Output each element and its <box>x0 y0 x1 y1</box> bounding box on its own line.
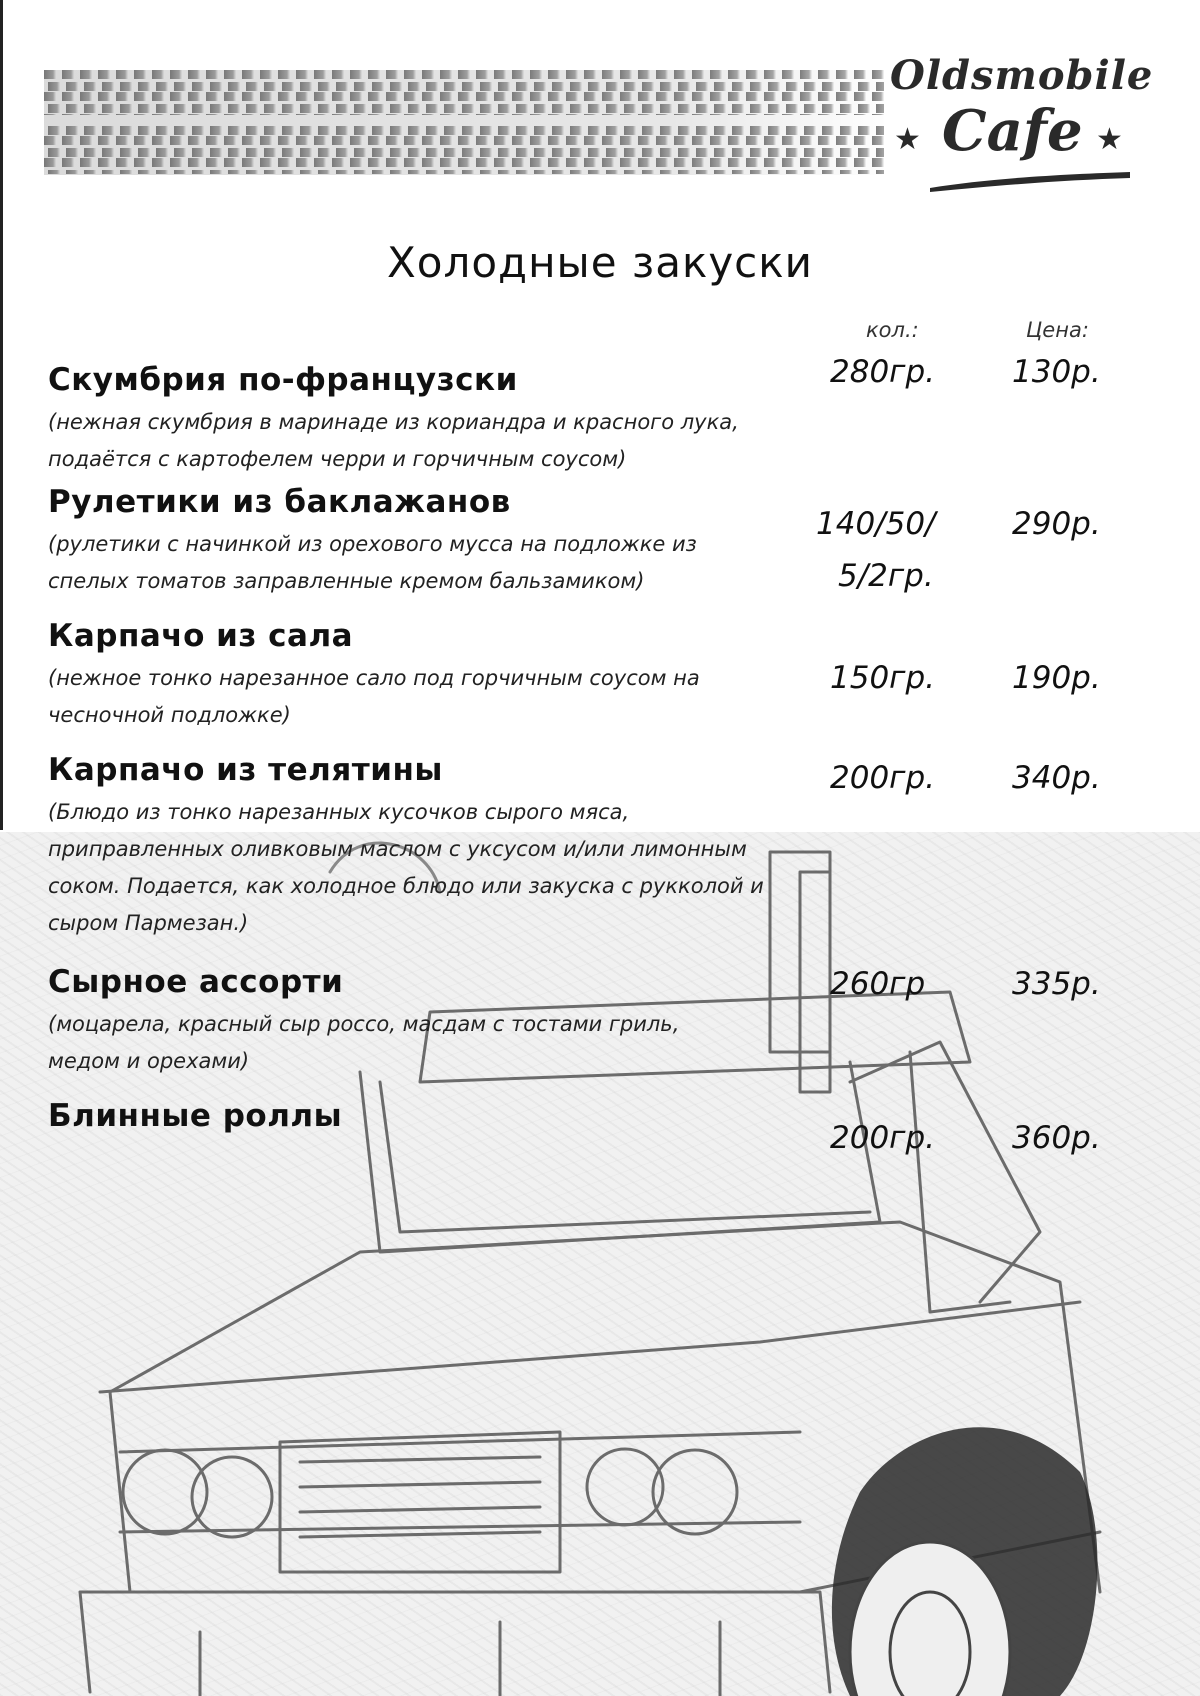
item-price: 190р. <box>1012 660 1101 696</box>
price-column-header: Цена: <box>1026 318 1089 342</box>
item-description: (нежное тонко нарезанное сало под горчич… <box>48 660 700 734</box>
menu-item: Карпачо из сала (нежное тонко нарезанное… <box>48 618 700 734</box>
item-price: 290р. <box>1012 506 1101 542</box>
item-price: 130р. <box>1012 354 1101 390</box>
description-line: подаётся с картофелем черри и горчичным … <box>48 447 627 471</box>
menu-item: Рулетики из баклажанов (рулетики с начин… <box>48 484 697 600</box>
cafe-logo: Oldsmobile ★ Cafe ★ <box>870 52 1152 192</box>
menu-item: Скумбрия по-французски (нежная скумбрия … <box>48 362 739 478</box>
item-name: Блинные роллы <box>48 1098 343 1134</box>
item-price: 340р. <box>1012 760 1101 796</box>
item-name: Сырное ассорти <box>48 964 344 1000</box>
item-description: (рулетики с начинкой из орехового мусса … <box>48 526 697 600</box>
item-description: (моцарела, красный сыр россо, масдам с т… <box>48 1006 679 1080</box>
item-quantity: 260гр <box>830 966 926 1002</box>
item-name: Рулетики из баклажанов <box>48 484 511 520</box>
description-line: (Блюдо из тонко нарезанных кусочков сыро… <box>48 800 630 824</box>
item-description: (Блюдо из тонко нарезанных кусочков сыро… <box>48 794 764 942</box>
item-price: 360р. <box>1012 1120 1101 1156</box>
description-line: сыром Пармезан.) <box>48 911 249 935</box>
car-sketch-illustration <box>78 841 1102 1696</box>
item-quantity: 140/50/ <box>816 506 936 542</box>
item-name: Карпачо из телятины <box>48 752 443 788</box>
logo-name: Oldsmobile <box>890 52 1154 99</box>
description-line: (рулетики с начинкой из орехового мусса … <box>48 532 697 556</box>
description-line: медом и орехами) <box>48 1049 250 1073</box>
item-quantity: 200гр. <box>830 760 935 796</box>
tire-tracks-decoration <box>44 70 884 175</box>
item-quantity: 150гр. <box>830 660 935 696</box>
description-line: (нежное тонко нарезанное сало под горчич… <box>48 666 700 690</box>
menu-item: Карпачо из телятины (Блюдо из тонко наре… <box>48 752 764 942</box>
item-description: (нежная скумбрия в маринаде из кориандра… <box>48 404 739 478</box>
logo-cafe: Cafe <box>942 98 1083 164</box>
description-line: (нежная скумбрия в маринаде из кориандра… <box>48 410 739 434</box>
description-line: (моцарела, красный сыр россо, масдам с т… <box>48 1012 680 1036</box>
menu-item: Блинные роллы <box>48 1098 342 1134</box>
description-line: спелых томатов заправленные кремом бальз… <box>48 569 645 593</box>
logo-swoosh <box>930 172 1130 192</box>
item-quantity: 200гр. <box>830 1120 935 1156</box>
star-icon: ★ <box>894 122 921 157</box>
menu-item: Сырное ассорти (моцарела, красный сыр ро… <box>48 964 679 1080</box>
item-quantity: 280гр. <box>830 354 935 390</box>
item-name: Скумбрия по-французски <box>48 362 518 398</box>
item-quantity: 5/2гр. <box>838 558 934 594</box>
description-line: соком. Подается, как холодное блюдо или … <box>48 874 764 898</box>
star-icon: ★ <box>1096 122 1123 157</box>
page-edge-line <box>0 0 3 830</box>
qty-column-header: кол.: <box>866 318 919 342</box>
description-line: чесночной подложке) <box>48 703 291 727</box>
section-title: Холодные закуски <box>387 238 813 287</box>
item-price: 335р. <box>1012 966 1101 1002</box>
item-name: Карпачо из сала <box>48 618 354 654</box>
description-line: приправленных оливковым маслом с уксусом… <box>48 837 747 861</box>
sketch-background <box>0 832 1200 1696</box>
